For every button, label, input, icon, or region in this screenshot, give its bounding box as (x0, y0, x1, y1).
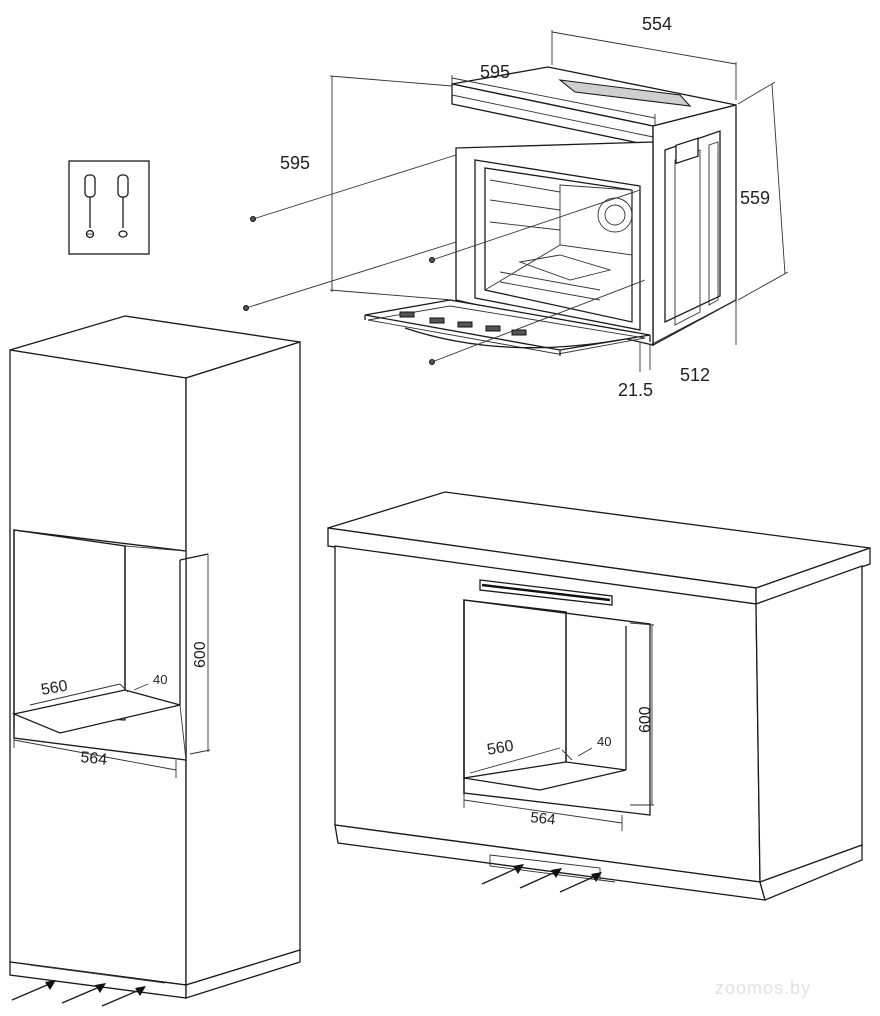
screw-icon (84, 174, 96, 239)
airflow-arrow-icon (11, 980, 146, 1007)
watermark: zoomos.by (715, 978, 811, 998)
tall-niche-height-label: 600 (192, 641, 209, 668)
screws-inset (68, 160, 150, 255)
oven-front-width-label: 595 (480, 62, 510, 82)
uc-niche-height-label: 600 (637, 706, 654, 733)
airflow-arrow-icon (481, 864, 602, 893)
uc-vent-gap-label: 40 (597, 734, 611, 749)
screw-icon (117, 174, 129, 238)
tall-niche-depth-label: 560 (40, 678, 69, 699)
tall-cabinet-drawing: 564 560 40 600 (9, 315, 301, 1007)
door-offset-label: 21.5 (618, 380, 653, 400)
uc-niche-depth-label: 560 (486, 738, 515, 759)
oven-right-height-label: 559 (740, 188, 770, 208)
oven-drawing: 554 595 595 559 512 21.5 (243, 14, 789, 400)
tall-niche-width-label: 564 (80, 749, 108, 769)
oven-height-label: 595 (280, 153, 310, 173)
uc-niche-width-label: 564 (530, 809, 557, 829)
screws-frame (68, 160, 150, 255)
oven-body-depth-label: 512 (680, 365, 710, 385)
under-counter-drawing: 564 560 40 600 (327, 491, 871, 901)
oven-depth-top-label: 554 (642, 14, 672, 34)
tall-vent-gap-label: 40 (153, 672, 167, 687)
